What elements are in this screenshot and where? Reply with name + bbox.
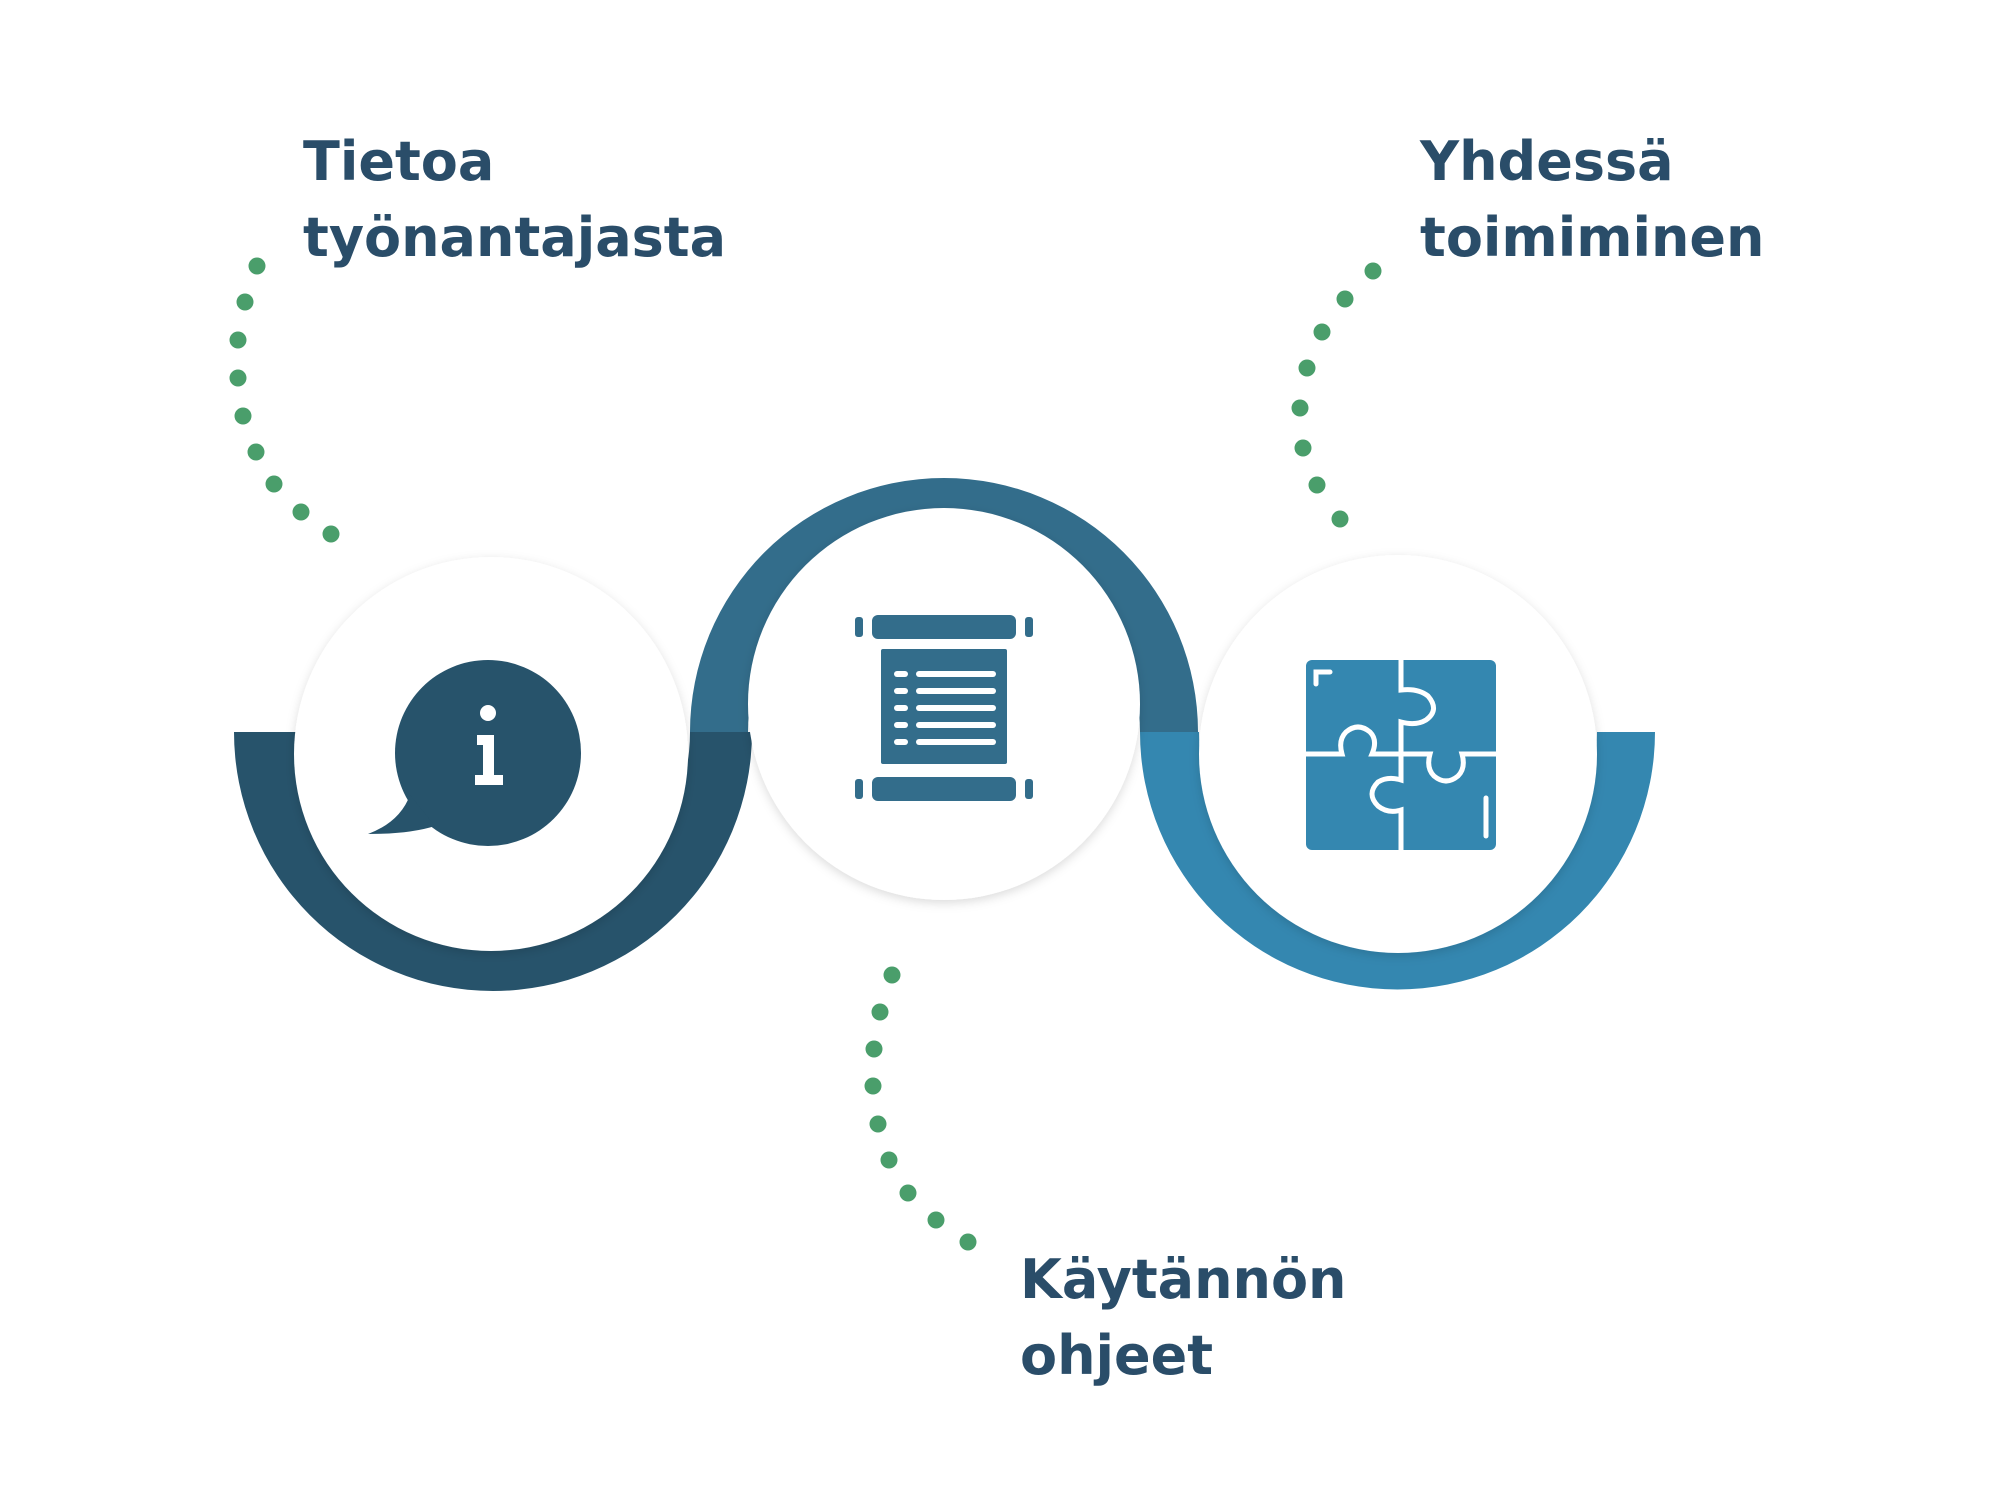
step-label-info-line-2: työnantajasta xyxy=(303,206,727,269)
scroll-document-icon xyxy=(855,615,1033,801)
dotted-connector-coop xyxy=(1291,262,1382,528)
puzzle-icon xyxy=(1303,657,1499,853)
dotted-connector-practice xyxy=(864,966,977,1251)
info-speech-bubble-icon xyxy=(368,660,581,846)
track-segment-middle xyxy=(690,478,1198,732)
step-label-coop: Yhdessä toimiminen xyxy=(1420,124,1765,276)
dotted-connector-info xyxy=(229,257,340,543)
step-label-practice: Käytännön ohjeet xyxy=(1020,1242,1347,1394)
step-label-practice-line-2: ohjeet xyxy=(1020,1324,1214,1387)
step-label-coop-line-1: Yhdessä xyxy=(1420,130,1674,193)
step-label-coop-line-2: toimiminen xyxy=(1420,206,1765,269)
track-segment-right xyxy=(1140,732,1655,990)
track-segment-left xyxy=(234,732,752,991)
step-label-practice-line-1: Käytännön xyxy=(1020,1248,1347,1311)
step-label-info: Tietoa työnantajasta xyxy=(303,124,726,276)
step-label-info-line-1: Tietoa xyxy=(303,130,495,193)
